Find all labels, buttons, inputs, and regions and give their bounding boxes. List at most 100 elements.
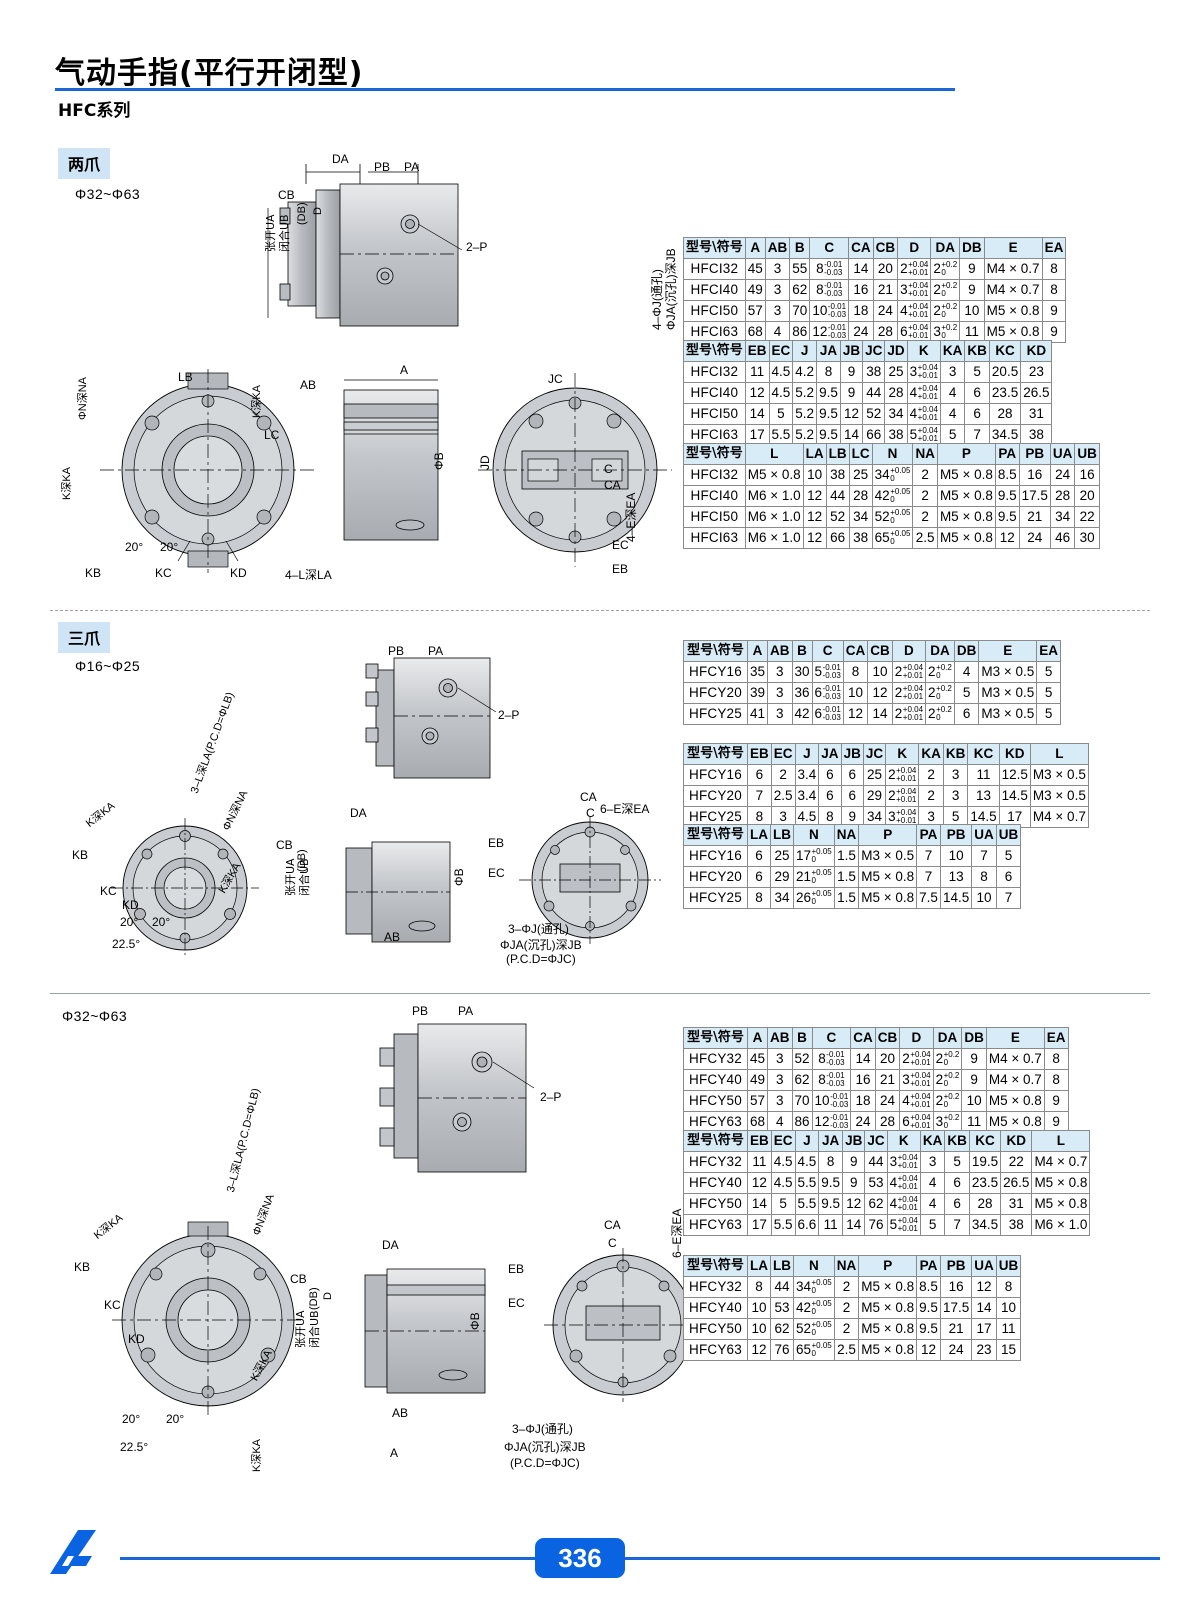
value-cell: 18 — [848, 300, 874, 322]
col-header: KD — [1020, 340, 1053, 362]
value-cell: 31 — [1000, 1193, 1033, 1215]
value-cell: 30 — [1074, 527, 1100, 549]
value-cell: 29 — [862, 785, 887, 807]
label-PhiJA-JB-b: ΦJA(沉孔)深JB — [504, 1440, 586, 1454]
value-cell: M6 × 1.0 — [744, 506, 804, 528]
col-header: CB — [867, 640, 893, 662]
value-cell: 14 — [848, 258, 874, 280]
value-cell: 8-0.01-0.03 — [809, 279, 850, 301]
value-cell: 5+0.04+0.01 — [906, 424, 941, 446]
value-cell: 28 — [1049, 485, 1076, 507]
value-cell: 24 — [874, 1090, 901, 1112]
col-header: LB — [825, 443, 850, 465]
value-cell: 2+0.04+0.01 — [891, 661, 927, 683]
value-cell: 6 — [953, 703, 980, 725]
value-cell: 9 — [1041, 321, 1067, 343]
value-cell: 62 — [769, 1318, 794, 1340]
label-PhiK-deep-KA: K深KA — [251, 1438, 263, 1472]
value-cell: 4+0.04+0.01 — [886, 1193, 921, 1215]
value-cell: 86 — [791, 1111, 813, 1133]
value-cell: 22 — [1074, 506, 1100, 528]
value-cell: 9 — [959, 279, 985, 301]
value-cell: 17 — [746, 1214, 772, 1236]
drawing-two-jaw-rear — [470, 365, 680, 585]
dim-label-KB-b: KB — [72, 848, 89, 862]
value-cell: 10 — [802, 464, 827, 486]
value-cell: 6 — [818, 785, 842, 807]
col-header: JA — [818, 1130, 844, 1152]
value-cell: 9 — [842, 1172, 866, 1194]
value-cell: 13 — [939, 866, 973, 888]
col-header: N — [792, 1255, 835, 1277]
value-cell: 6 — [746, 866, 771, 888]
value-cell: M4 × 0.7 — [983, 258, 1043, 280]
value-cell: 4+0.04+0.01 — [886, 1172, 921, 1194]
drawing-three-jaw-rear-large — [528, 1240, 718, 1410]
value-cell: 7 — [971, 845, 997, 867]
dim-label-JD-a: JD — [478, 455, 492, 470]
col-header: D — [891, 640, 927, 662]
value-cell: 9.5 — [818, 1172, 844, 1194]
value-cell: 8 — [995, 1276, 1022, 1298]
value-cell: 45 — [746, 1048, 769, 1070]
value-cell: 5.5 — [768, 424, 794, 446]
model-cell: HFCY32 — [683, 1276, 748, 1298]
value-cell: 14 — [971, 1297, 997, 1319]
value-cell: 3 — [764, 258, 791, 280]
value-cell: 25 — [884, 361, 908, 383]
model-cell: HFCI32 — [683, 361, 746, 383]
col-header: CB — [874, 1027, 901, 1049]
value-cell: 4.5 — [794, 1151, 820, 1173]
value-cell: 28 — [988, 403, 1022, 425]
value-cell: M3 × 0.5 — [1029, 785, 1089, 807]
value-cell: 62 — [789, 279, 811, 301]
value-cell: 8 — [971, 866, 997, 888]
dim-label-PhiB-a: ΦB — [432, 452, 446, 470]
model-cell: HFCY50 — [683, 1090, 748, 1112]
value-cell: M4 × 0.7 — [985, 1069, 1045, 1091]
col-header: C — [811, 1027, 852, 1049]
value-cell: 10 — [995, 1297, 1022, 1319]
value-cell: 62 — [864, 1193, 888, 1215]
col-header: DA — [930, 237, 961, 259]
value-cell: 8-0.01-0.03 — [809, 258, 850, 280]
value-cell: 20.5 — [988, 361, 1022, 383]
value-cell: 14 — [867, 703, 893, 725]
value-cell: 5 — [953, 682, 980, 704]
value-cell: M3 × 0.5 — [858, 845, 918, 867]
value-cell: 3+0.04+0.01 — [906, 361, 941, 383]
drawing-three-jaw-front-large — [88, 1220, 338, 1420]
col-header: C — [811, 640, 844, 662]
col-header: UB — [1074, 443, 1100, 465]
value-cell: M5 × 0.8 — [936, 464, 996, 486]
value-cell: 4.5 — [770, 1151, 796, 1173]
value-cell: 10 — [961, 1090, 987, 1112]
dim-label-C-b: C — [586, 806, 595, 820]
section-divider-2 — [50, 993, 1150, 994]
value-cell: M5 × 0.8 — [985, 1090, 1045, 1112]
value-cell: 9 — [839, 382, 864, 404]
value-cell: 34 — [848, 506, 873, 528]
angle-20-f: 20° — [166, 1412, 185, 1426]
value-cell: 8 — [842, 661, 869, 683]
value-cell: M5 × 0.8 — [1031, 1193, 1091, 1215]
col-header: LC — [848, 443, 873, 465]
col-header: 型号\符号 — [683, 1130, 748, 1152]
value-cell: 3 — [942, 764, 969, 786]
value-cell: M5 × 0.8 — [936, 506, 996, 528]
dim-label-CA-c: CA — [604, 1218, 621, 1232]
col-header: UB — [995, 1255, 1022, 1277]
dim-label-KB-a: KB — [85, 566, 102, 580]
value-cell: 4.5 — [770, 1172, 796, 1194]
value-cell: 8-0.01-0.03 — [811, 1069, 852, 1091]
